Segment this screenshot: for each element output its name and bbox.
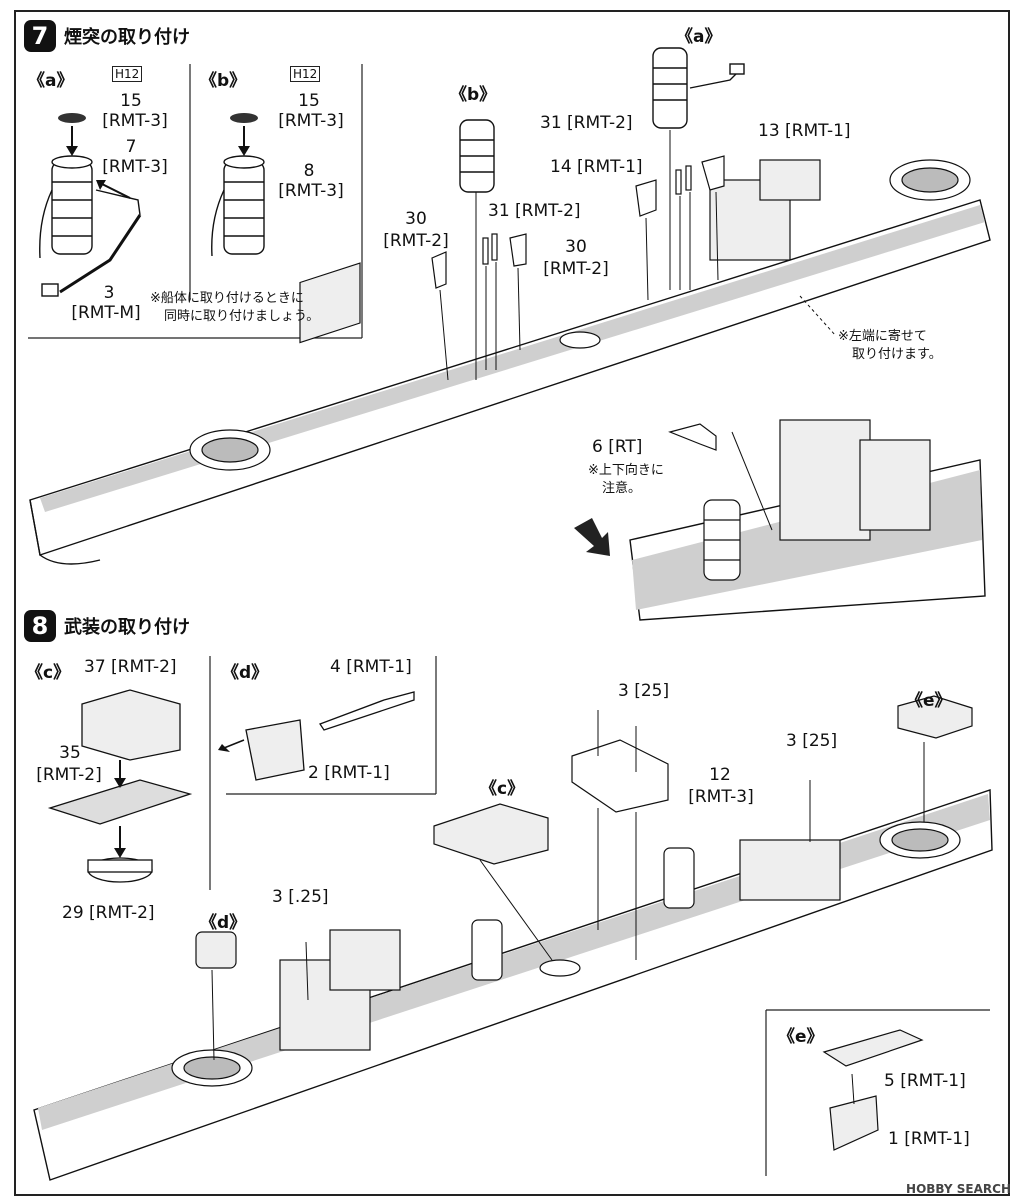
part15b-number: 15	[298, 91, 320, 111]
panel-b-code: H12	[290, 66, 321, 82]
panel-e-label: 《e》	[778, 1027, 824, 1047]
step7-header: 7 煙突の取り付け	[24, 20, 190, 52]
step8-header: 8 武装の取り付け	[24, 610, 190, 642]
p14: 14 [RMT-1]	[550, 157, 643, 177]
p3b: 3 [25]	[786, 731, 838, 751]
p30-left-ref: [RMT-2]	[383, 231, 449, 251]
p30-right-number: 30	[565, 237, 587, 257]
panel-b-label: 《b》	[200, 71, 247, 91]
ship-label-d: 《d》	[200, 913, 247, 933]
part15-number: 15	[120, 91, 142, 111]
step8-title: 武装の取り付け	[64, 617, 190, 638]
p12-ref: [RMT-3]	[688, 787, 754, 807]
p31-mid: 31 [RMT-2]	[488, 201, 581, 221]
p35-ref: [RMT-2]	[36, 765, 102, 785]
panel-d-label: 《d》	[222, 663, 269, 683]
part7-ref: [RMT-3]	[102, 157, 168, 177]
panel-a-code: H12	[112, 66, 143, 82]
part8-ref: [RMT-3]	[278, 181, 344, 201]
watermark: HOBBY SEARCH	[906, 1182, 1011, 1196]
step7-number: 7	[24, 20, 56, 52]
note-hull: ※船体に取り付けるときに 同時に取り付けましょう。	[150, 291, 320, 324]
p31-top: 31 [RMT-2]	[540, 113, 633, 133]
step8-number: 8	[24, 610, 56, 642]
ship-label-a: 《a》	[676, 27, 722, 47]
p13: 13 [RMT-1]	[758, 121, 851, 141]
ship-label-b: 《b》	[450, 85, 497, 105]
p3c: 3 [.25]	[272, 887, 329, 907]
part15b-ref: [RMT-3]	[278, 111, 344, 131]
page-frame	[14, 10, 1010, 1196]
part3-ref: [RMT-M]	[71, 303, 141, 323]
p29: 29 [RMT-2]	[62, 903, 155, 923]
p35-number: 35	[59, 743, 81, 763]
part8-number: 8	[303, 161, 315, 181]
p4: 4 [RMT-1]	[330, 657, 412, 677]
p3a: 3 [25]	[618, 681, 670, 701]
note-left-edge: ※左端に寄せて 取り付けます。	[838, 329, 942, 362]
step7-title: 煙突の取り付け	[64, 27, 190, 48]
panel-a-label: 《a》	[28, 71, 74, 91]
p37: 37 [RMT-2]	[84, 657, 177, 677]
p30-left-number: 30	[405, 209, 427, 229]
ship-label-c: 《c》	[480, 779, 525, 799]
part15-ref: [RMT-3]	[102, 111, 168, 131]
p5: 5 [RMT-1]	[884, 1071, 966, 1091]
panel-c-label: 《c》	[26, 663, 71, 683]
part7-number: 7	[125, 137, 137, 157]
ship-label-e: 《e》	[906, 691, 952, 711]
p30-right-ref: [RMT-2]	[543, 259, 609, 279]
note-updown: ※上下向きに 注意。	[588, 463, 664, 496]
p12-number: 12	[709, 765, 731, 785]
part3-number: 3	[103, 283, 115, 303]
p1: 1 [RMT-1]	[888, 1129, 970, 1149]
p2: 2 [RMT-1]	[308, 763, 390, 783]
p6: 6 [RT]	[592, 437, 643, 457]
